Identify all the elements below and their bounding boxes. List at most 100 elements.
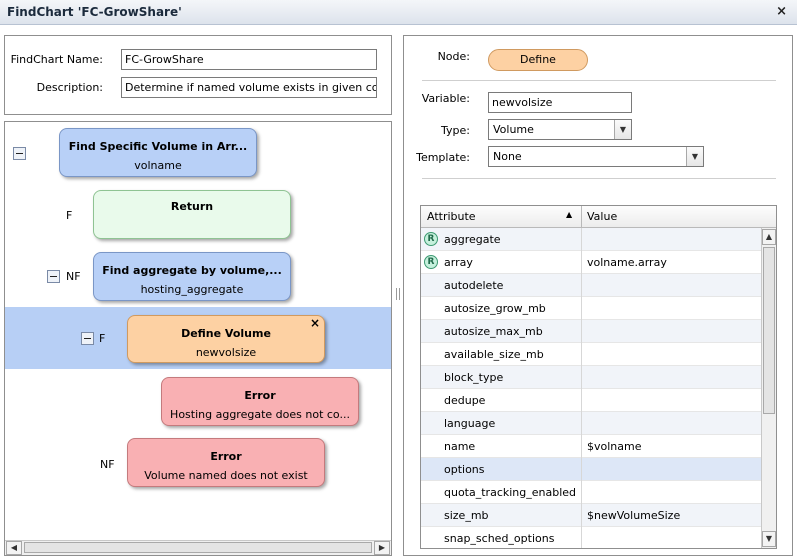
flow-node-define-volume[interactable]: Define Volume newvolsize × [127, 315, 325, 363]
cell-separator [581, 504, 582, 527]
attribute-name: autosize_grow_mb [444, 302, 546, 315]
attribute-name: available_size_mb [444, 348, 544, 361]
flow-node-error-aggregate[interactable]: Error Hosting aggregate does not co... [161, 377, 359, 426]
required-badge-icon: R [424, 232, 438, 246]
attribute-name: aggregate [444, 233, 501, 246]
attribute-grid[interactable]: Attribute ▲ Value R aggregate R array vo… [420, 205, 777, 549]
flow-node-return[interactable]: Return [93, 190, 291, 239]
cell-separator [581, 297, 582, 320]
scroll-up-icon[interactable]: ▲ [762, 229, 776, 245]
attribute-value[interactable]: $newVolumeSize [587, 509, 681, 522]
node-title: Error [244, 389, 276, 402]
grid-vertical-scrollbar[interactable]: ▲ ▼ [761, 228, 776, 548]
flow-horizontal-scrollbar[interactable]: ◀ ▶ [5, 540, 391, 555]
attribute-name: block_type [444, 371, 504, 384]
node-label: Node: [437, 50, 470, 63]
cell-separator [581, 343, 582, 366]
attribute-name: size_mb [444, 509, 489, 522]
attribute-name: array [444, 256, 473, 269]
divider [422, 178, 776, 179]
cell-separator [581, 274, 582, 297]
table-row[interactable]: dedupe [421, 389, 761, 412]
attribute-name: autodelete [444, 279, 504, 292]
node-title: Error [210, 450, 242, 463]
cell-separator [581, 251, 582, 274]
table-row[interactable]: language [421, 412, 761, 435]
flow-node-error-volume[interactable]: Error Volume named does not exist [127, 438, 325, 487]
findchart-name-input[interactable]: FC-GrowShare [121, 49, 377, 70]
table-row[interactable]: available_size_mb [421, 343, 761, 366]
edge-label-nf-2: NF [100, 458, 115, 471]
cell-separator [581, 320, 582, 343]
attribute-value[interactable]: volname.array [587, 256, 667, 269]
cell-separator [581, 458, 582, 481]
table-row[interactable]: block_type [421, 366, 761, 389]
variable-input[interactable]: newvolsize [488, 92, 632, 113]
node-subtitle: Hosting aggregate does not co... [170, 408, 350, 421]
edge-label-f-1: F [66, 209, 73, 222]
name-label: FindChart Name: [10, 53, 103, 66]
scroll-right-icon[interactable]: ▶ [374, 541, 390, 555]
template-value: None [493, 150, 522, 163]
attribute-name: name [444, 440, 476, 453]
attribute-value[interactable]: $volname [587, 440, 642, 453]
node-subtitle: Volume named does not exist [144, 469, 308, 482]
table-row[interactable]: R array volname.array [421, 251, 761, 274]
table-row[interactable]: name $volname [421, 435, 761, 458]
table-row[interactable]: autodelete [421, 274, 761, 297]
attribute-name: autosize_max_mb [444, 325, 543, 338]
cell-separator [581, 228, 582, 251]
node-title: Return [170, 200, 214, 213]
type-value: Volume [493, 123, 534, 136]
description-label: Description: [36, 81, 103, 94]
description-input[interactable]: Determine if named volume exists in give… [121, 77, 377, 98]
table-row[interactable]: quota_tracking_enabled [421, 481, 761, 504]
chevron-down-icon[interactable]: ▼ [686, 147, 703, 166]
cell-separator [581, 435, 582, 458]
attribute-name: quota_tracking_enabled [444, 486, 577, 499]
scroll-left-icon[interactable]: ◀ [6, 541, 22, 555]
required-badge-icon: R [424, 255, 438, 269]
node-title: Define Volume [181, 327, 271, 340]
table-row[interactable]: autosize_max_mb [421, 320, 761, 343]
table-row[interactable]: R aggregate [421, 228, 761, 251]
chevron-down-icon[interactable]: ▼ [614, 120, 631, 139]
node-close-icon[interactable]: × [309, 316, 320, 330]
window-title: FindChart 'FC-GrowShare' [7, 5, 182, 19]
cell-separator [581, 366, 582, 389]
window-titlebar: FindChart 'FC-GrowShare' × [0, 0, 797, 25]
scroll-thumb[interactable] [763, 247, 775, 414]
table-row[interactable]: autosize_grow_mb [421, 297, 761, 320]
collapse-toggle-2[interactable] [47, 270, 60, 283]
collapse-toggle-3[interactable] [81, 332, 94, 345]
scroll-down-icon[interactable]: ▼ [762, 531, 776, 547]
scroll-thumb[interactable] [24, 542, 372, 553]
node-title: Find Specific Volume in Arr... [68, 140, 248, 153]
column-header-attribute[interactable]: Attribute [427, 210, 476, 223]
node-subtitle: volname [134, 159, 182, 172]
node-subtitle: newvolsize [195, 346, 257, 359]
sort-ascending-icon[interactable]: ▲ [566, 210, 573, 219]
collapse-toggle-1[interactable] [13, 147, 26, 160]
flow-node-find-aggregate[interactable]: Find aggregate by volume,... hosting_agg… [93, 252, 291, 301]
node-type-pill: Define [488, 49, 588, 71]
close-icon[interactable]: × [776, 4, 787, 19]
table-row-selected[interactable]: options [421, 458, 761, 481]
flow-canvas[interactable]: Find Specific Volume in Arr... volname F… [4, 121, 392, 556]
type-select[interactable]: Volume ▼ [488, 119, 632, 140]
divider [422, 80, 776, 81]
table-row[interactable]: snap_sched_options [421, 527, 761, 548]
attribute-name: options [444, 463, 485, 476]
template-label: Template: [416, 151, 470, 164]
flow-node-find-volume[interactable]: Find Specific Volume in Arr... volname [59, 128, 257, 177]
template-select[interactable]: None ▼ [488, 146, 704, 167]
column-header-value[interactable]: Value [587, 210, 618, 223]
cell-separator [581, 481, 582, 504]
splitter-handle[interactable] [396, 288, 400, 300]
findchart-form-panel: FindChart Name: FC-GrowShare Description… [4, 35, 392, 115]
attribute-name: dedupe [444, 394, 486, 407]
cell-separator [581, 412, 582, 435]
node-subtitle: hosting_aggregate [140, 283, 244, 296]
attribute-grid-header: Attribute ▲ Value [421, 206, 776, 228]
table-row[interactable]: size_mb $newVolumeSize [421, 504, 761, 527]
